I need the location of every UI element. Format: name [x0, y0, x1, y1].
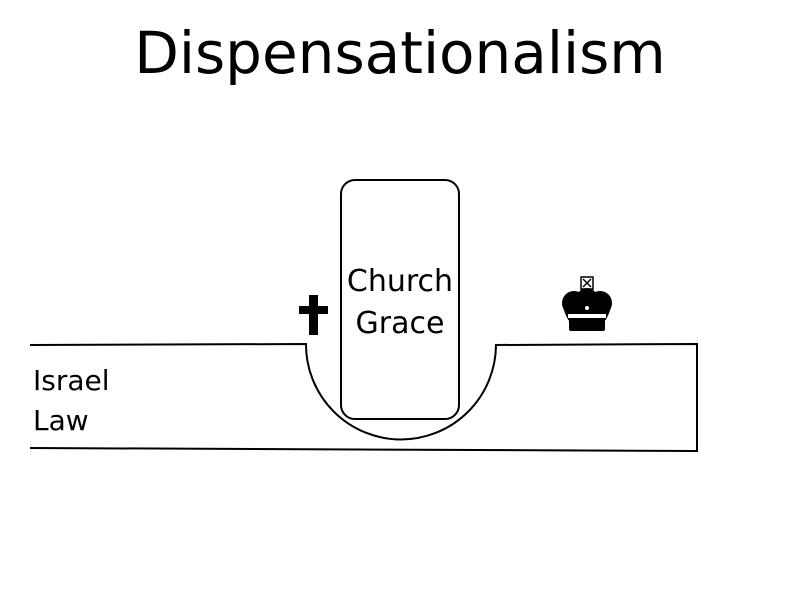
timeline-outline: [29, 342, 698, 453]
crown-icon: [562, 276, 612, 331]
cross-icon: [299, 295, 328, 335]
israel-label: Israel: [33, 364, 110, 397]
law-label: Law: [33, 404, 89, 437]
grace-label: Grace: [356, 306, 445, 341]
page-title: Dispensationalism: [134, 19, 666, 87]
church-grace-box: [340, 179, 460, 420]
church-label: Church: [347, 264, 453, 299]
